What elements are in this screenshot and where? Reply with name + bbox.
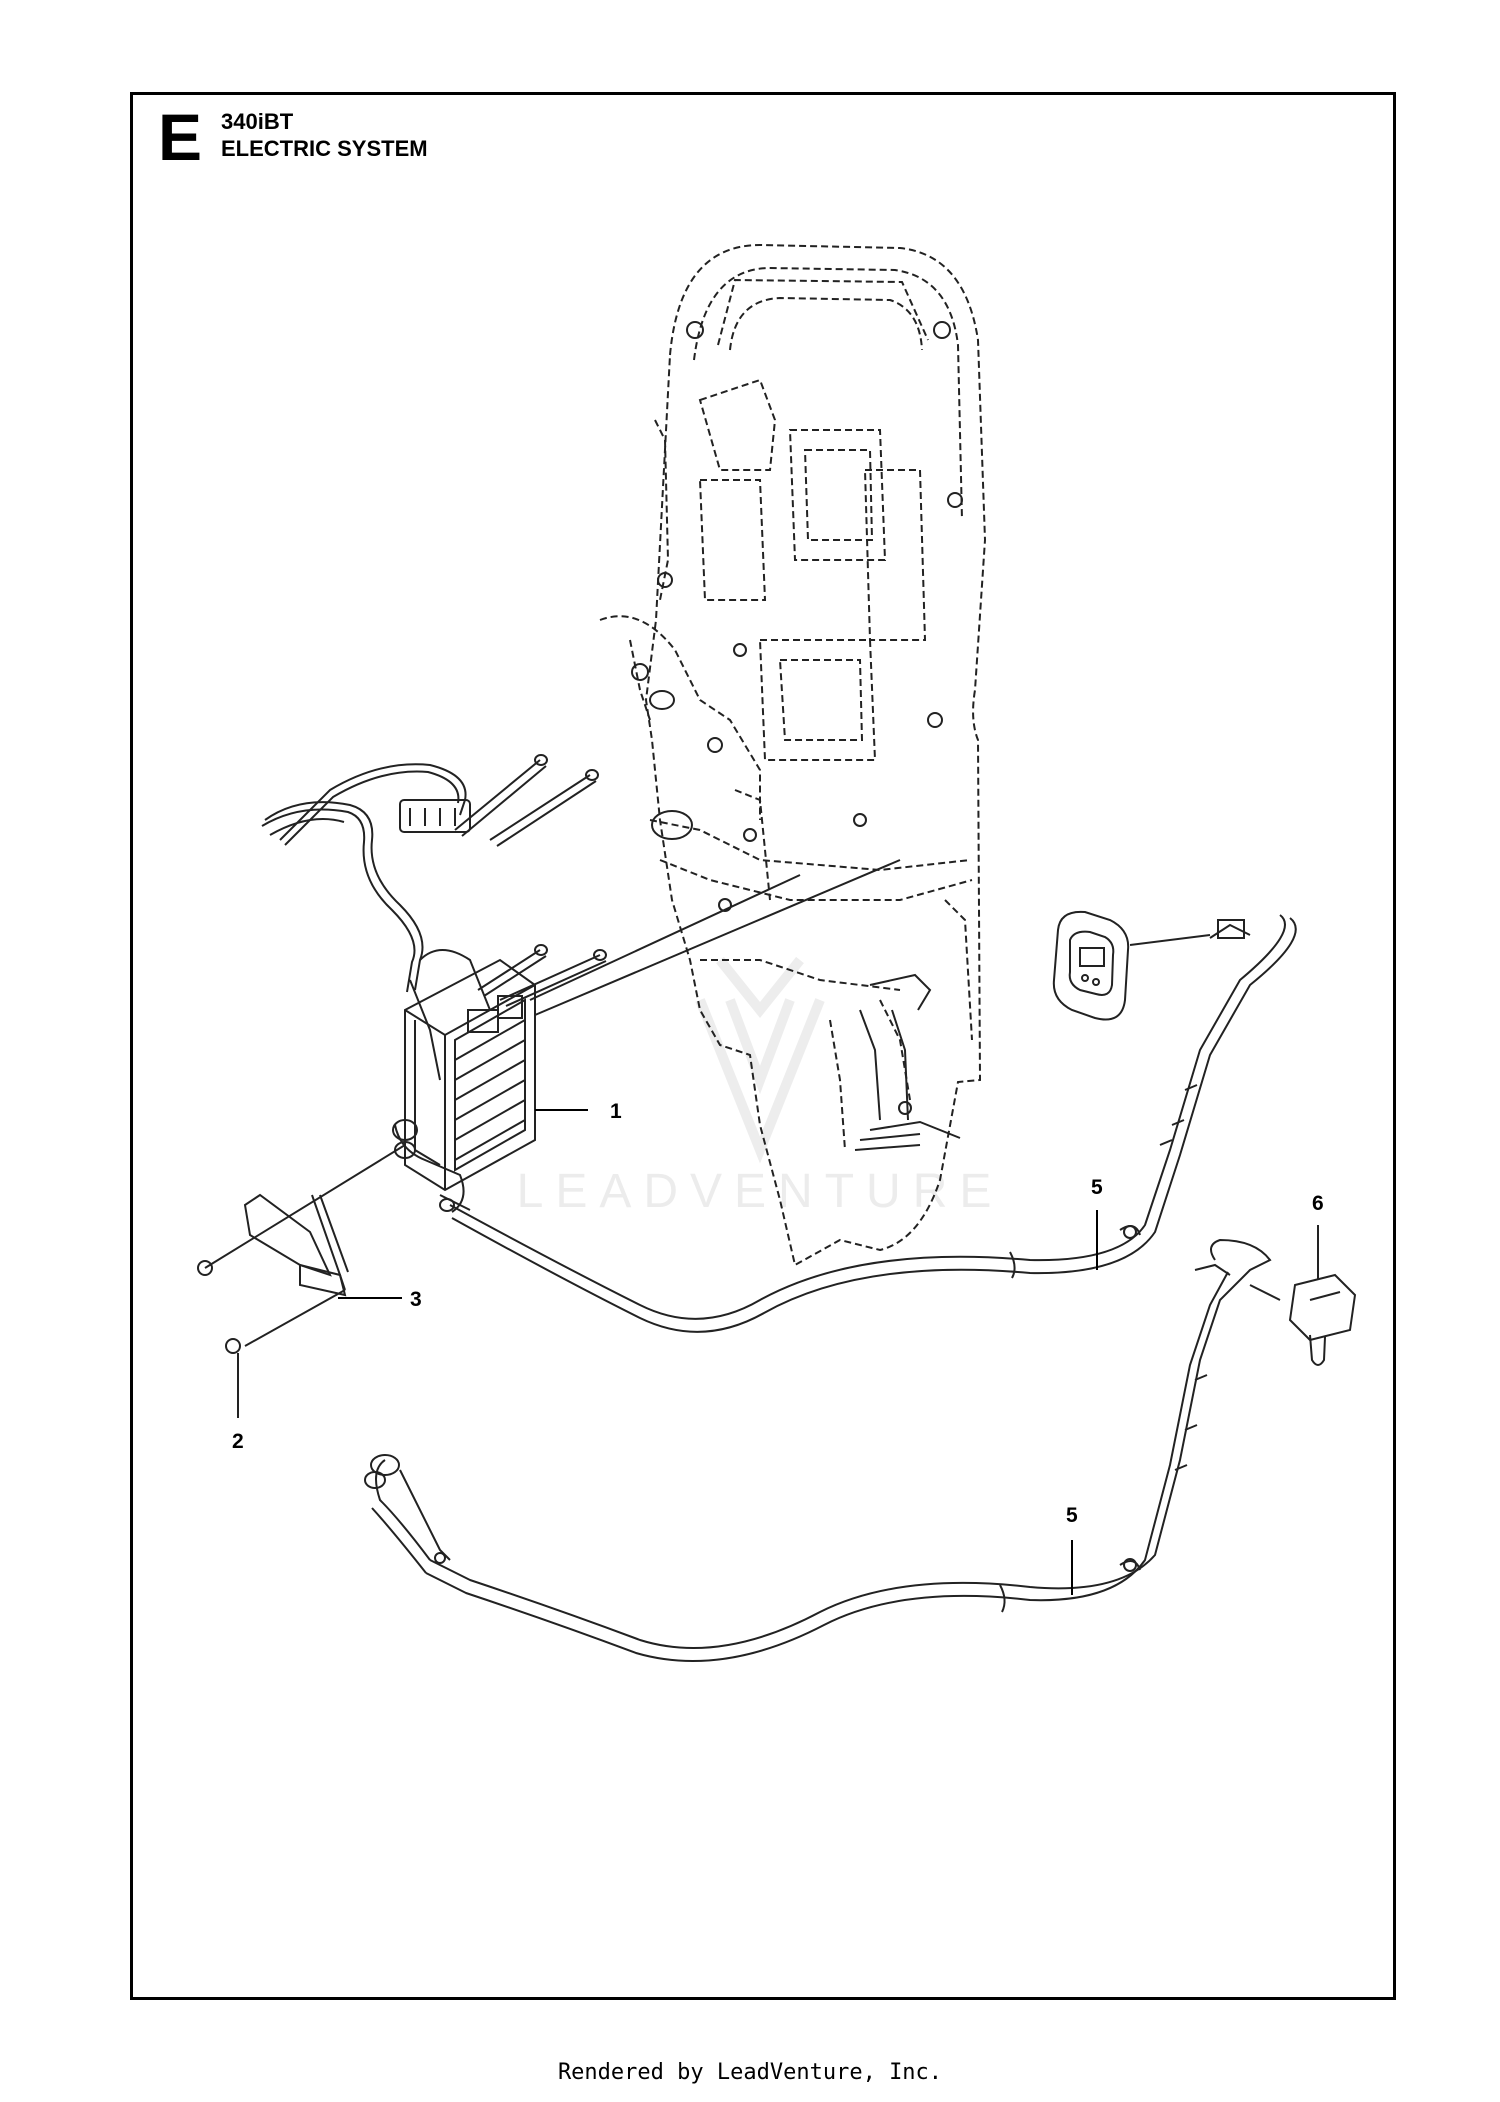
display-module bbox=[1052, 910, 1211, 1021]
mounting-bracket bbox=[197, 1144, 406, 1418]
controller-module bbox=[392, 859, 901, 1213]
controller-harness bbox=[261, 763, 491, 1081]
footer-credit: Rendered by LeadVenture, Inc. bbox=[557, 2060, 943, 2085]
mounting-screws bbox=[454, 754, 607, 1007]
watermark-text: LEADVENTURE bbox=[516, 1165, 1004, 1218]
callout-5-upper: 5 bbox=[1091, 1176, 1103, 1199]
system-title: ELECTRIC SYSTEM bbox=[221, 136, 428, 161]
callout-leaders bbox=[338, 1109, 1098, 1595]
watermark-logo bbox=[695, 956, 825, 1164]
callout-1: 1 bbox=[610, 1100, 622, 1123]
power-cable-lower bbox=[364, 1238, 1272, 1662]
callout-5-lower: 5 bbox=[1066, 1504, 1078, 1527]
power-cable-upper bbox=[439, 914, 1297, 1333]
model-name: 340iBT bbox=[221, 109, 294, 134]
section-letter: E bbox=[158, 100, 203, 174]
frame-battery-rails bbox=[854, 973, 961, 1151]
callout-2: 2 bbox=[232, 1430, 244, 1453]
trigger-switch bbox=[1249, 1225, 1357, 1366]
callout-6: 6 bbox=[1312, 1192, 1324, 1215]
callout-3: 3 bbox=[410, 1288, 422, 1311]
diagram-frame bbox=[130, 92, 1396, 2000]
frame-mounting-bosses bbox=[631, 321, 963, 1115]
backpack-frame bbox=[599, 243, 987, 1267]
